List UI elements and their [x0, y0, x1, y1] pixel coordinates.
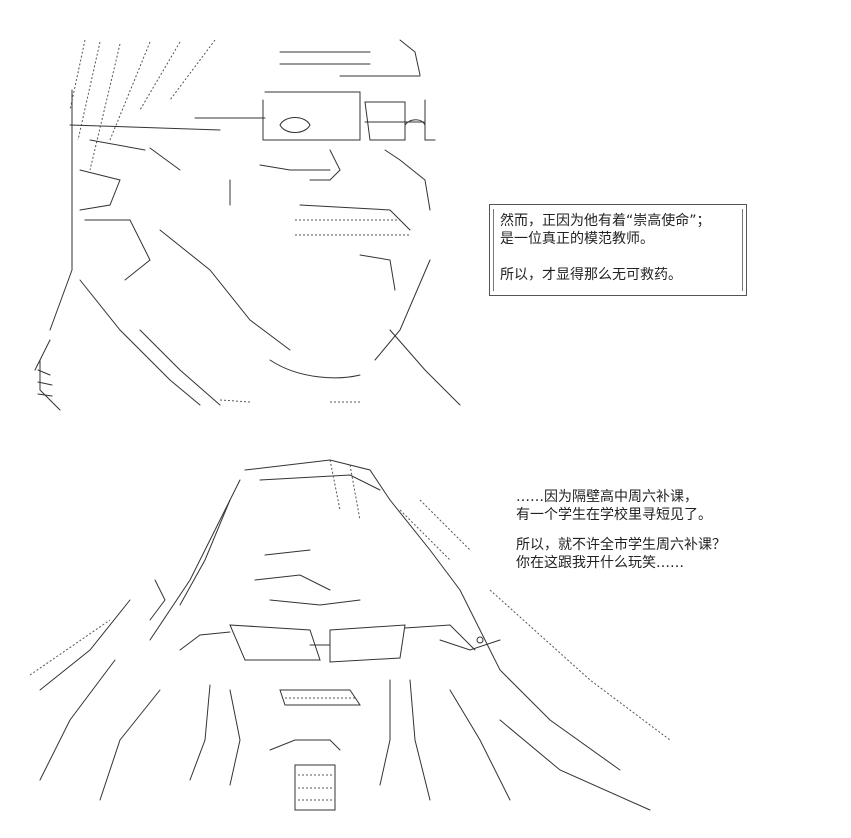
- caption-line-1: ……因为隔壁高中周六补课，: [516, 489, 698, 505]
- caption-block: ……因为隔壁高中周六补课， 有一个学生在学校里寻短见了。 所以，就不许全市学生周…: [516, 488, 816, 572]
- speech-line-2: 是一位真正的模范教师。: [500, 231, 654, 247]
- speech-box-left-rule: [493, 209, 494, 291]
- ascii-art-man-hands-on-face: [30, 440, 680, 820]
- ascii-art-man-hands-on-face-drawing: [30, 459, 671, 811]
- caption-line-2: 有一个学生在学校里寻短见了。: [516, 507, 712, 523]
- speech-line-3: [500, 248, 738, 266]
- speech-line-1: 然而，正因为他有着“崇高使命”；: [500, 213, 711, 229]
- caption-spacer: [516, 524, 816, 536]
- caption-line-4: 你在这跟我开什么玩笑……: [516, 555, 684, 571]
- caption-line-3: 所以，就不许全市学生周六补课？: [516, 537, 726, 553]
- ascii-art-man-glasses-drawing: [34, 39, 461, 411]
- speech-box: 然而，正因为他有着“崇高使命”； 是一位真正的模范教师。 所以，才显得那么无可救…: [489, 204, 747, 296]
- speech-box-right-rule: [742, 209, 743, 291]
- ascii-art-man-glasses: [30, 30, 470, 415]
- speech-line-4: 所以，才显得那么无可救药。: [500, 267, 682, 283]
